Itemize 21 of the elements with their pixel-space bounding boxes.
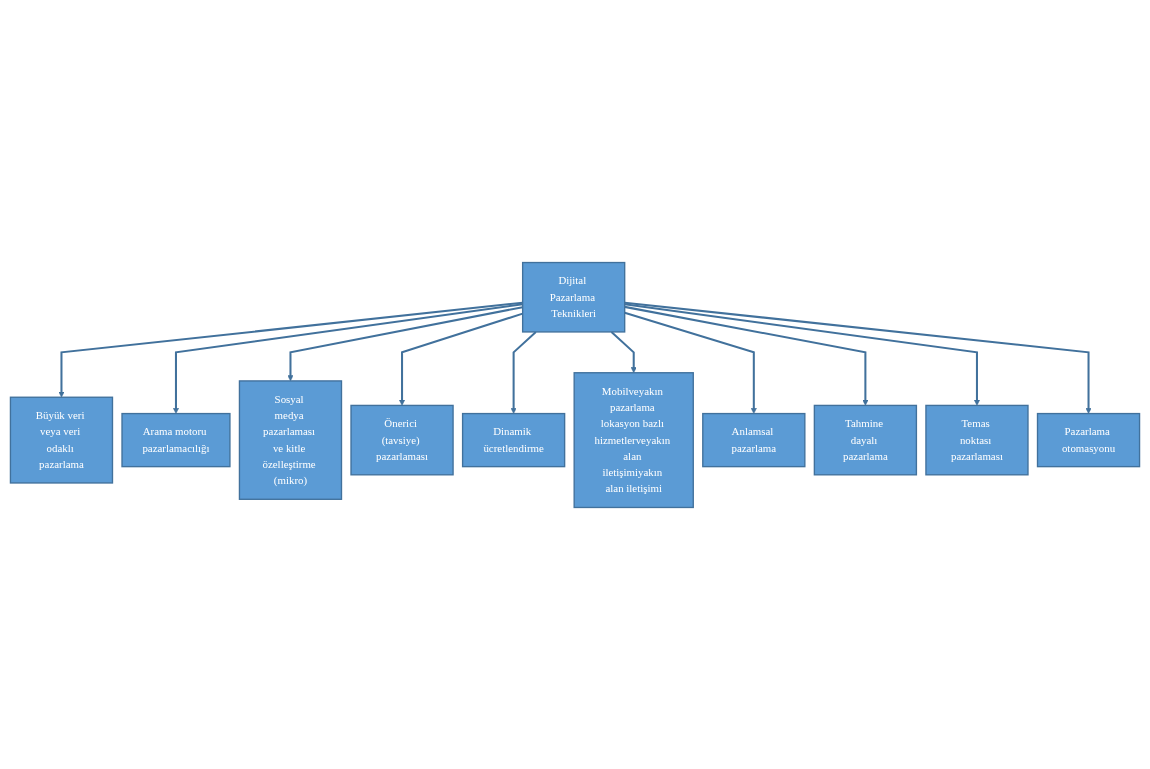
arrow [173, 302, 523, 414]
node-box: Mobilveyakın pazarlama lokasyon bazlı hizmetlerveyakın alan iletişimiyakın alan iletişimi [573, 371, 694, 508]
node-box: Anlamsal pazarlama [702, 412, 806, 467]
arrow [287, 305, 523, 381]
node-box: Arama motoru pazarlamacılığı [121, 412, 231, 467]
node-box: Tahmine dayalı pazarlama [813, 404, 918, 475]
node-box: Önerici (tavsiye) pazarlaması [350, 404, 454, 475]
arrow [510, 330, 537, 414]
arrow [624, 301, 1092, 414]
arrow [624, 305, 869, 406]
node-box: Dinamik ücretlendirme [461, 412, 566, 467]
node-box: Sosyal medya pazarlaması ve kitle özelleştirme (mikro) [238, 379, 343, 500]
arrow [610, 330, 637, 373]
node-box: Büyük veri veya veri odaklı pazarlama [9, 396, 114, 484]
arrow [399, 312, 523, 406]
node-box: Dijital Pazarlama Teknikleri [521, 261, 626, 333]
arrow [624, 311, 757, 414]
arrow [624, 302, 980, 406]
node-box: Pazarlama otomasyonu [1036, 412, 1141, 467]
arrow [58, 301, 523, 397]
node-box: Temas noktası pazarlaması [925, 404, 1029, 475]
